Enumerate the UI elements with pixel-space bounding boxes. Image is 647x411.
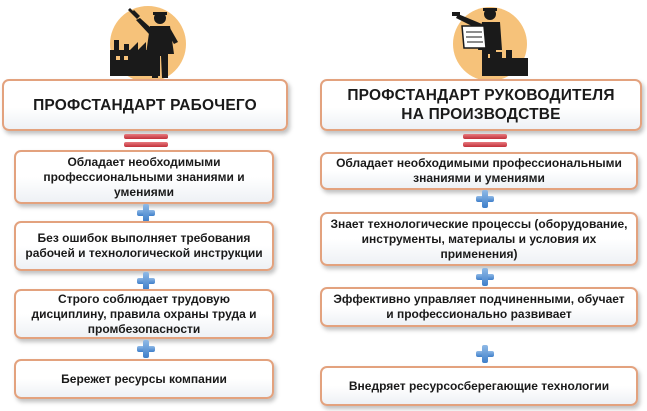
equals-icon bbox=[124, 134, 168, 148]
plus-icon bbox=[137, 204, 155, 222]
left-title: ПРОФСТАНДАРТ РАБОЧЕГО bbox=[2, 79, 288, 131]
left-item-2: Без ошибок выполняет требования рабочей … bbox=[14, 221, 274, 271]
worker-figure-icon bbox=[104, 4, 190, 80]
right-column: ПРОФСТАНДАРТ РУКОВОДИТЕЛЯ НА ПРОИЗВОДСТВ… bbox=[314, 0, 647, 411]
manager-figure-icon bbox=[444, 2, 534, 82]
right-item-2: Знает технологические процессы (оборудов… bbox=[320, 212, 638, 266]
plus-icon bbox=[476, 190, 494, 208]
right-item-3: Эффективно управляет подчиненными, обуча… bbox=[320, 287, 638, 327]
left-item-3: Строго соблюдает трудовую дисциплину, пр… bbox=[14, 289, 274, 339]
right-item-1: Обладает необходимыми профессиональными … bbox=[320, 152, 638, 190]
plus-icon bbox=[137, 272, 155, 290]
left-item-4: Бережет ресурсы компании bbox=[14, 359, 274, 399]
left-item-1: Обладает необходимыми профессиональными … bbox=[14, 150, 274, 204]
right-title: ПРОФСТАНДАРТ РУКОВОДИТЕЛЯ НА ПРОИЗВОДСТВ… bbox=[320, 79, 642, 131]
plus-icon bbox=[137, 340, 155, 358]
plus-icon bbox=[476, 345, 494, 363]
left-column: ПРОФСТАНДАРТ РАБОЧЕГО Обладает необходим… bbox=[0, 0, 290, 411]
equals-icon bbox=[463, 134, 507, 148]
right-item-4: Внедряет ресурсосберегающие технологии bbox=[320, 366, 638, 406]
plus-icon bbox=[476, 268, 494, 286]
